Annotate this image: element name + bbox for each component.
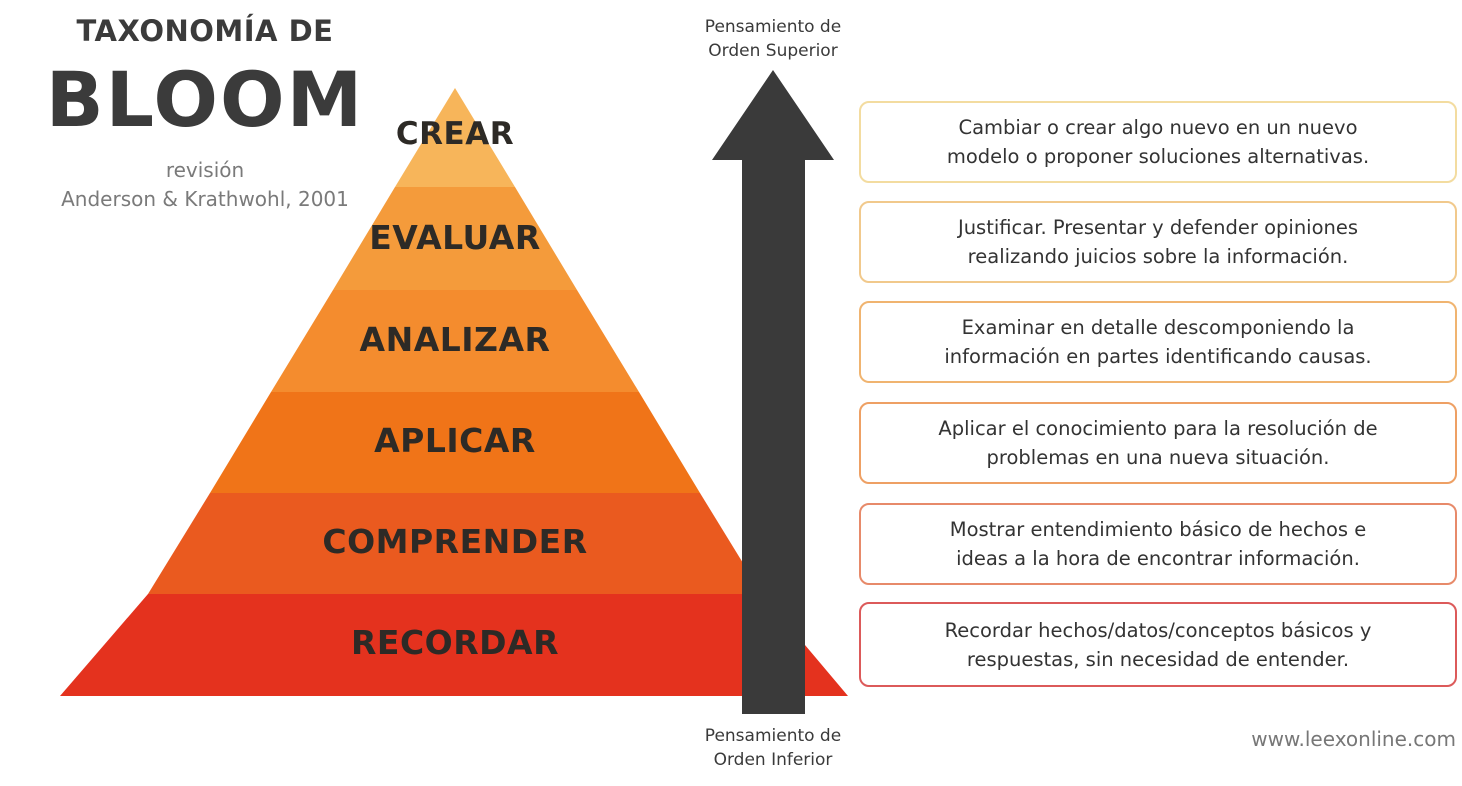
subtitle-revision: revisión [165, 158, 245, 182]
level-label-recordar: RECORDAR [351, 623, 559, 662]
arrow-up-icon [712, 70, 834, 714]
arrow-bottom-label-line1: Pensamiento de [704, 726, 842, 746]
pyramid-band-evaluar [333, 187, 577, 290]
pyramid-band-analizar [271, 290, 639, 392]
description-recordar-line1: Recordar hechos/datos/conceptos básicos … [944, 618, 1372, 642]
level-label-comprender: COMPRENDER [322, 522, 588, 561]
description-comprender-line2: ideas a la hora de encontrar información… [956, 547, 1360, 570]
level-label-aplicar: APLICAR [374, 421, 536, 460]
level-label-analizar: ANALIZAR [359, 320, 551, 359]
description-comprender-line1: Mostrar entendimiento básico de hechos e [949, 518, 1367, 541]
pyramid-band-comprender [148, 493, 762, 594]
pyramid-band-crear [395, 88, 515, 187]
title-line-1: TAXONOMÍA DE [76, 14, 334, 48]
pyramid-band-recordar [60, 594, 848, 696]
level-label-crear: CREAR [395, 116, 515, 152]
description-box-crear: Cambiar o crear algo nuevo en un nuevo m… [859, 101, 1457, 183]
description-analizar-line2: información en partes identificando caus… [944, 345, 1372, 368]
description-box-evaluar: Justificar. Presentar y defender opinion… [859, 201, 1457, 283]
footer-url: www.leexonline.com [1251, 727, 1456, 751]
description-recordar-line2: respuestas, sin necesidad de entender. [966, 647, 1350, 671]
subtitle-authors: Anderson & Krathwohl, 2001 [61, 187, 349, 211]
title-bloom: BLOOM [45, 55, 365, 144]
arrow-bottom-label-line2: Orden Inferior [713, 750, 833, 770]
description-box-comprender: Mostrar entendimiento básico de hechos e… [859, 503, 1457, 585]
description-box-recordar: Recordar hechos/datos/conceptos básicos … [859, 602, 1457, 687]
pyramid-band-aplicar [210, 392, 700, 493]
description-crear-line2: modelo o proponer soluciones alternativa… [946, 145, 1370, 168]
description-crear-line1: Cambiar o crear algo nuevo en un nuevo [958, 116, 1358, 139]
description-evaluar-line1: Justificar. Presentar y defender opinion… [957, 216, 1359, 239]
level-label-evaluar: EVALUAR [369, 218, 541, 257]
description-evaluar-line2: realizando juicios sobre la información. [967, 245, 1349, 268]
arrow-bottom-label: Pensamiento de Orden Inferior [673, 724, 873, 772]
arrow-top-label-line1: Pensamiento de [704, 17, 842, 37]
description-analizar-line1: Examinar en detalle descomponiendo la [961, 316, 1355, 339]
description-box-analizar: Examinar en detalle descomponiendo la in… [859, 301, 1457, 383]
arrow-top-label: Pensamiento de Orden Superior [673, 15, 873, 63]
description-aplicar-line2: problemas en una nueva situación. [986, 446, 1330, 469]
description-box-aplicar: Aplicar el conocimiento para la resoluci… [859, 402, 1457, 484]
description-aplicar-line1: Aplicar el conocimiento para la resoluci… [938, 417, 1378, 440]
arrow-top-label-line2: Orden Superior [708, 41, 838, 61]
